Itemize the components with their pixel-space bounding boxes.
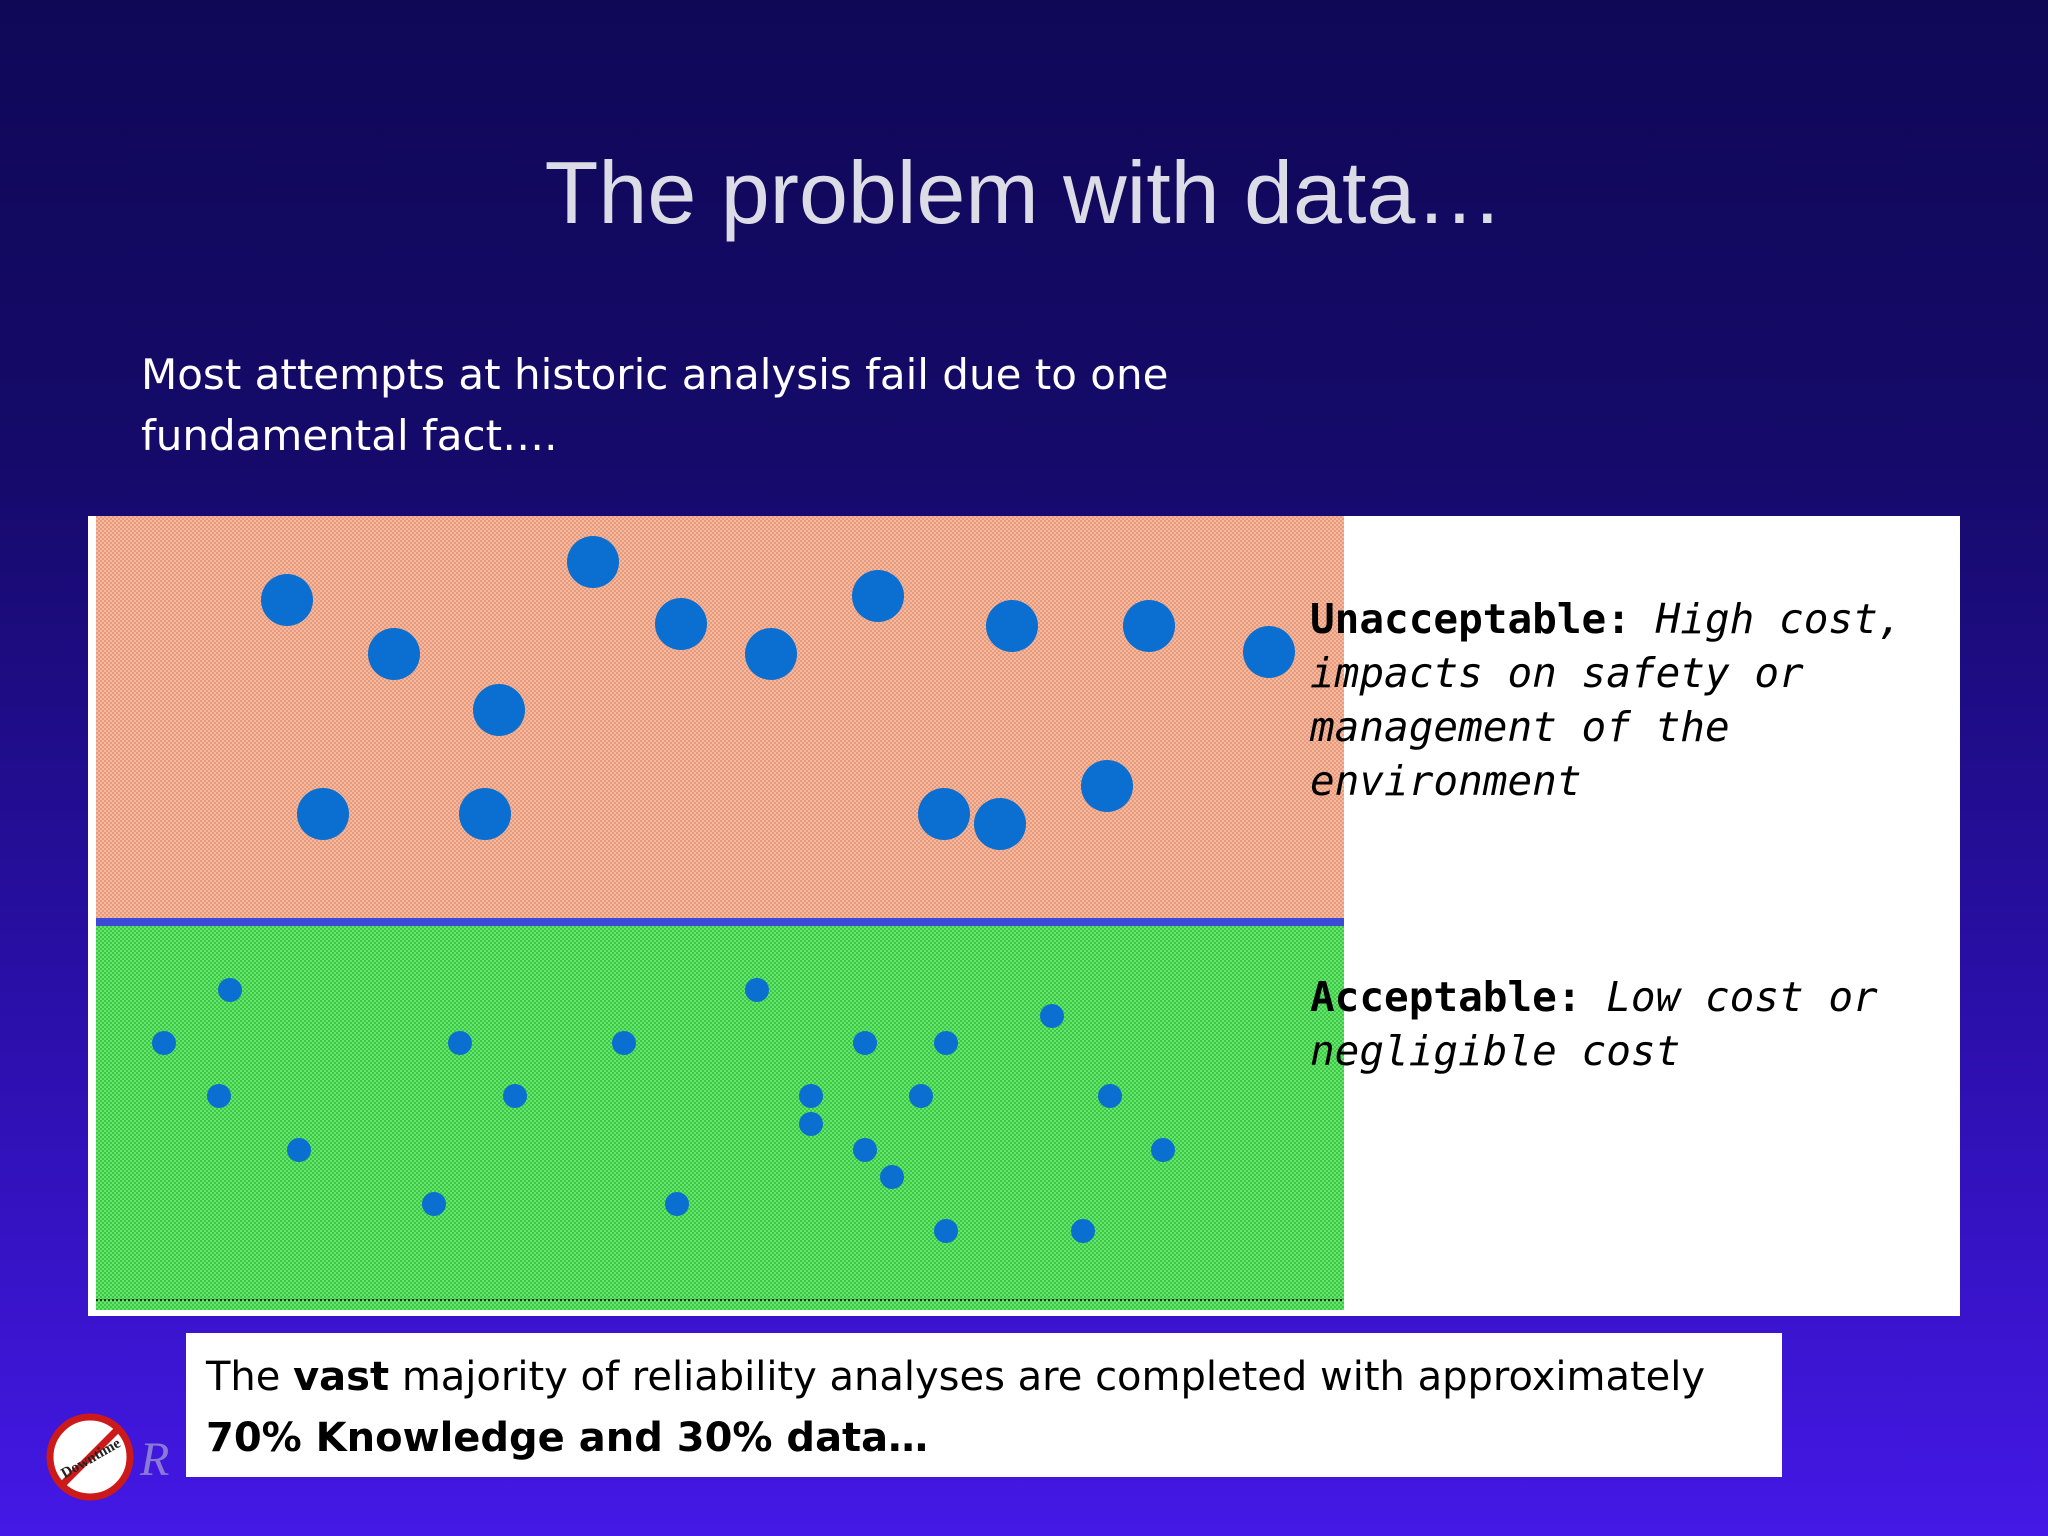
high-cost-dot bbox=[1123, 600, 1175, 652]
unacceptable-description: High cost, impacts on safety or manageme… bbox=[1310, 595, 1903, 805]
low-cost-dot bbox=[207, 1084, 231, 1108]
acceptable-heading: Acceptable: bbox=[1310, 973, 1582, 1021]
low-cost-dot bbox=[448, 1031, 472, 1055]
low-cost-dot bbox=[1071, 1219, 1095, 1243]
high-cost-dot bbox=[655, 598, 707, 650]
intro-text: Most attempts at historic analysis fail … bbox=[141, 344, 1291, 466]
high-cost-dot bbox=[745, 628, 797, 680]
high-cost-dot bbox=[1081, 760, 1133, 812]
intro-line-2: fundamental fact…. bbox=[141, 411, 558, 460]
high-cost-dot bbox=[918, 788, 970, 840]
high-cost-events bbox=[261, 536, 1295, 850]
intro-line-1: Most attempts at historic analysis fail … bbox=[141, 350, 1169, 399]
high-cost-dot bbox=[567, 536, 619, 588]
low-cost-dot bbox=[1040, 1004, 1064, 1028]
conclusion-text-b: majority of reliability analyses are com… bbox=[389, 1354, 1706, 1400]
zone-divider bbox=[96, 918, 1344, 926]
conclusion-text-a: The bbox=[206, 1354, 294, 1400]
low-cost-dot bbox=[853, 1031, 877, 1055]
low-cost-dot bbox=[152, 1031, 176, 1055]
risk-diagram-panel: Unacceptable: High cost, impacts on safe… bbox=[88, 516, 1960, 1316]
low-cost-dot bbox=[218, 978, 242, 1002]
low-cost-dot bbox=[1098, 1084, 1122, 1108]
high-cost-dot bbox=[974, 798, 1026, 850]
low-cost-dot bbox=[422, 1192, 446, 1216]
low-cost-dot bbox=[799, 1084, 823, 1108]
risk-diagram bbox=[96, 516, 1344, 1310]
low-cost-dot bbox=[934, 1031, 958, 1055]
low-cost-dot bbox=[287, 1138, 311, 1162]
low-cost-dot bbox=[799, 1112, 823, 1136]
conclusion-emphasis: vast bbox=[293, 1354, 390, 1400]
low-cost-dot bbox=[880, 1165, 904, 1189]
low-cost-dot bbox=[1151, 1138, 1175, 1162]
high-cost-dot bbox=[473, 684, 525, 736]
low-cost-dot bbox=[934, 1219, 958, 1243]
unacceptable-heading: Unacceptable: bbox=[1310, 595, 1631, 643]
high-cost-dot bbox=[459, 788, 511, 840]
conclusion-line-1: The vast majority of reliability analyse… bbox=[206, 1347, 1762, 1408]
unacceptable-label: Unacceptable: High cost, impacts on safe… bbox=[1310, 592, 1930, 808]
low-cost-dot bbox=[503, 1084, 527, 1108]
high-cost-dot bbox=[1243, 626, 1295, 678]
high-cost-dot bbox=[368, 628, 420, 680]
high-cost-dot bbox=[986, 600, 1038, 652]
footer-partial-text: R bbox=[140, 1433, 170, 1486]
low-cost-events bbox=[152, 978, 1175, 1243]
conclusion-line-2: 70% Knowledge and 30% data… bbox=[206, 1415, 929, 1461]
low-cost-dot bbox=[853, 1138, 877, 1162]
low-cost-dot bbox=[612, 1031, 636, 1055]
slide-title: The problem with data… bbox=[544, 143, 1504, 242]
acceptable-zone bbox=[96, 924, 1344, 1310]
downtime-logo: Downtime bbox=[46, 1413, 134, 1501]
high-cost-dot bbox=[261, 574, 313, 626]
high-cost-dot bbox=[297, 788, 349, 840]
acceptable-label: Acceptable: Low cost or negligible cost bbox=[1310, 970, 1950, 1078]
acceptable-description: Low cost or negligible cost bbox=[1310, 973, 1878, 1075]
conclusion-box: The vast majority of reliability analyse… bbox=[186, 1333, 1782, 1477]
low-cost-dot bbox=[909, 1084, 933, 1108]
high-cost-dot bbox=[852, 570, 904, 622]
low-cost-dot bbox=[745, 978, 769, 1002]
low-cost-dot bbox=[665, 1192, 689, 1216]
